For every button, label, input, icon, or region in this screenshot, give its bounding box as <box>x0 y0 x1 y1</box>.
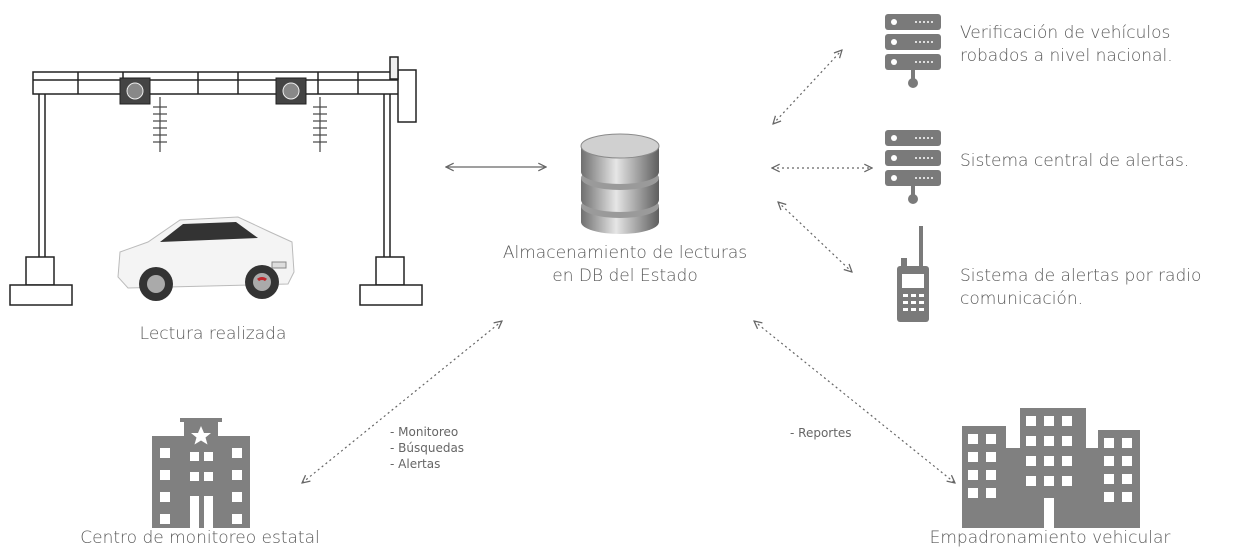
gantry-car-icon <box>9 56 423 306</box>
note-alertas: - Alertas <box>390 457 441 471</box>
radio-icon <box>897 226 929 322</box>
db-label-line1: Almacenamiento de lecturas <box>502 243 748 263</box>
robados-label: Verificación de vehículos robados a nive… <box>960 22 1230 68</box>
link-db-robados <box>773 50 842 124</box>
db-label-line2: en DB del Estado <box>552 266 698 286</box>
link-db-radio <box>778 202 852 272</box>
note-busquedas: - Búsquedas <box>390 441 465 455</box>
robados-label-line1: Verificación de vehículos <box>960 23 1171 43</box>
server-icon <box>885 14 941 88</box>
radio-label-line2: comunicación. <box>960 289 1083 309</box>
empadronamiento-link-notes: - Reportes <box>790 425 890 441</box>
link-db-empadronamiento <box>754 321 955 483</box>
database-icon <box>580 133 660 234</box>
robados-label-line2: robados a nivel nacional. <box>960 46 1173 66</box>
police-station-icon <box>152 418 250 528</box>
server-icon <box>885 130 941 204</box>
note-monitoreo: - Monitoreo <box>390 425 459 439</box>
centro-label: Centro de monitoreo estatal <box>80 528 320 548</box>
lectura-label: Lectura realizada <box>139 324 287 344</box>
centro-link-notes: - Monitoreo - Búsquedas - Alertas <box>390 424 510 472</box>
note-reportes: - Reportes <box>790 426 852 440</box>
empadronamiento-label: Empadronamiento vehicular <box>929 528 1171 548</box>
radio-label: Sistema de alertas por radio comunicació… <box>960 265 1235 311</box>
office-building-icon <box>962 408 1140 528</box>
db-label: Almacenamiento de lecturas en DB del Est… <box>460 242 790 288</box>
radio-label-line1: Sistema de alertas por radio <box>960 266 1202 286</box>
alertas-label: Sistema central de alertas. <box>960 151 1190 171</box>
